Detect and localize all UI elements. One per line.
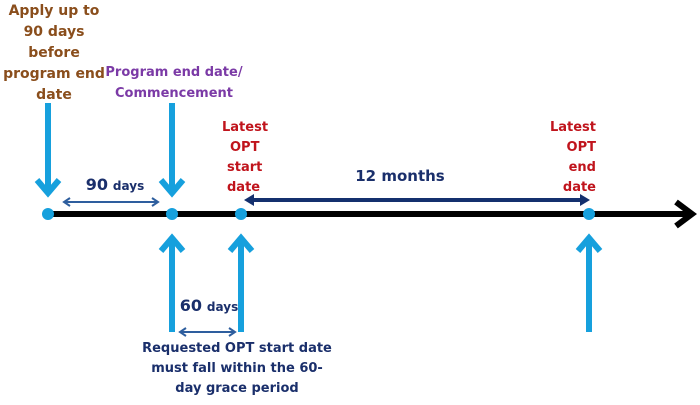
grace-period-line: day grace period (175, 381, 299, 396)
apply-label-line: before (28, 45, 80, 61)
marker-latest-opt-start-date (235, 208, 247, 220)
days90-unit: days (112, 179, 145, 193)
marker-program-end-date (166, 208, 178, 220)
marker-apply-date (42, 208, 54, 220)
apply-label-line: program end (3, 66, 105, 82)
marker-latest-opt-end-date (583, 208, 595, 220)
months12-label: 12 months (355, 167, 445, 185)
latest-opt-end-line: OPT (566, 140, 596, 155)
latest-opt-start-line: start (227, 160, 263, 175)
latest-opt-end-line: end (568, 160, 596, 175)
grace-end-up-arrow (227, 233, 255, 332)
latest-opt-end-line: Latest (549, 120, 596, 135)
days60-number: 60 (179, 296, 203, 315)
grace-start-up-arrow (158, 233, 186, 332)
days90-number: 90 (85, 175, 109, 194)
days90-label: 90 days (80, 174, 150, 197)
apply-label-line: 90 days (23, 24, 85, 40)
latest-opt-start-label: Latest OPT start date (222, 118, 272, 198)
apply-label-line: date (36, 87, 72, 103)
months12-span-arrow (244, 194, 590, 206)
program-end-label: Program end date/ Commencement (104, 62, 244, 104)
days90-span-arrow (62, 197, 160, 207)
latest-opt-start-line: date (227, 180, 261, 195)
apply-label: Apply up to 90 days before program end d… (0, 1, 108, 106)
grace-period-line: Requested OPT start date (142, 341, 332, 356)
program-end-down-arrow (158, 103, 186, 198)
latest-opt-start-line: Latest (222, 120, 269, 135)
latest-opt-start-line: OPT (230, 140, 260, 155)
grace-period-line: must fall within the 60- (151, 361, 323, 376)
latest-opt-end-line: date (562, 180, 596, 195)
days60-span-arrow (178, 327, 237, 337)
apply-down-arrow (34, 103, 62, 198)
days60-unit: days (206, 300, 239, 314)
grace-period-note: Requested OPT start date must fall withi… (132, 339, 342, 399)
latest-opt-end-label: Latest OPT end date (548, 118, 596, 198)
program-end-label-line: Program end date/ (105, 65, 243, 80)
program-end-label-line: Commencement (115, 86, 233, 101)
days60-label: 60 days (177, 295, 241, 318)
opt-end-up-arrow (575, 233, 603, 332)
timeline-arrowhead (674, 199, 697, 229)
apply-label-line: Apply up to (8, 3, 100, 19)
